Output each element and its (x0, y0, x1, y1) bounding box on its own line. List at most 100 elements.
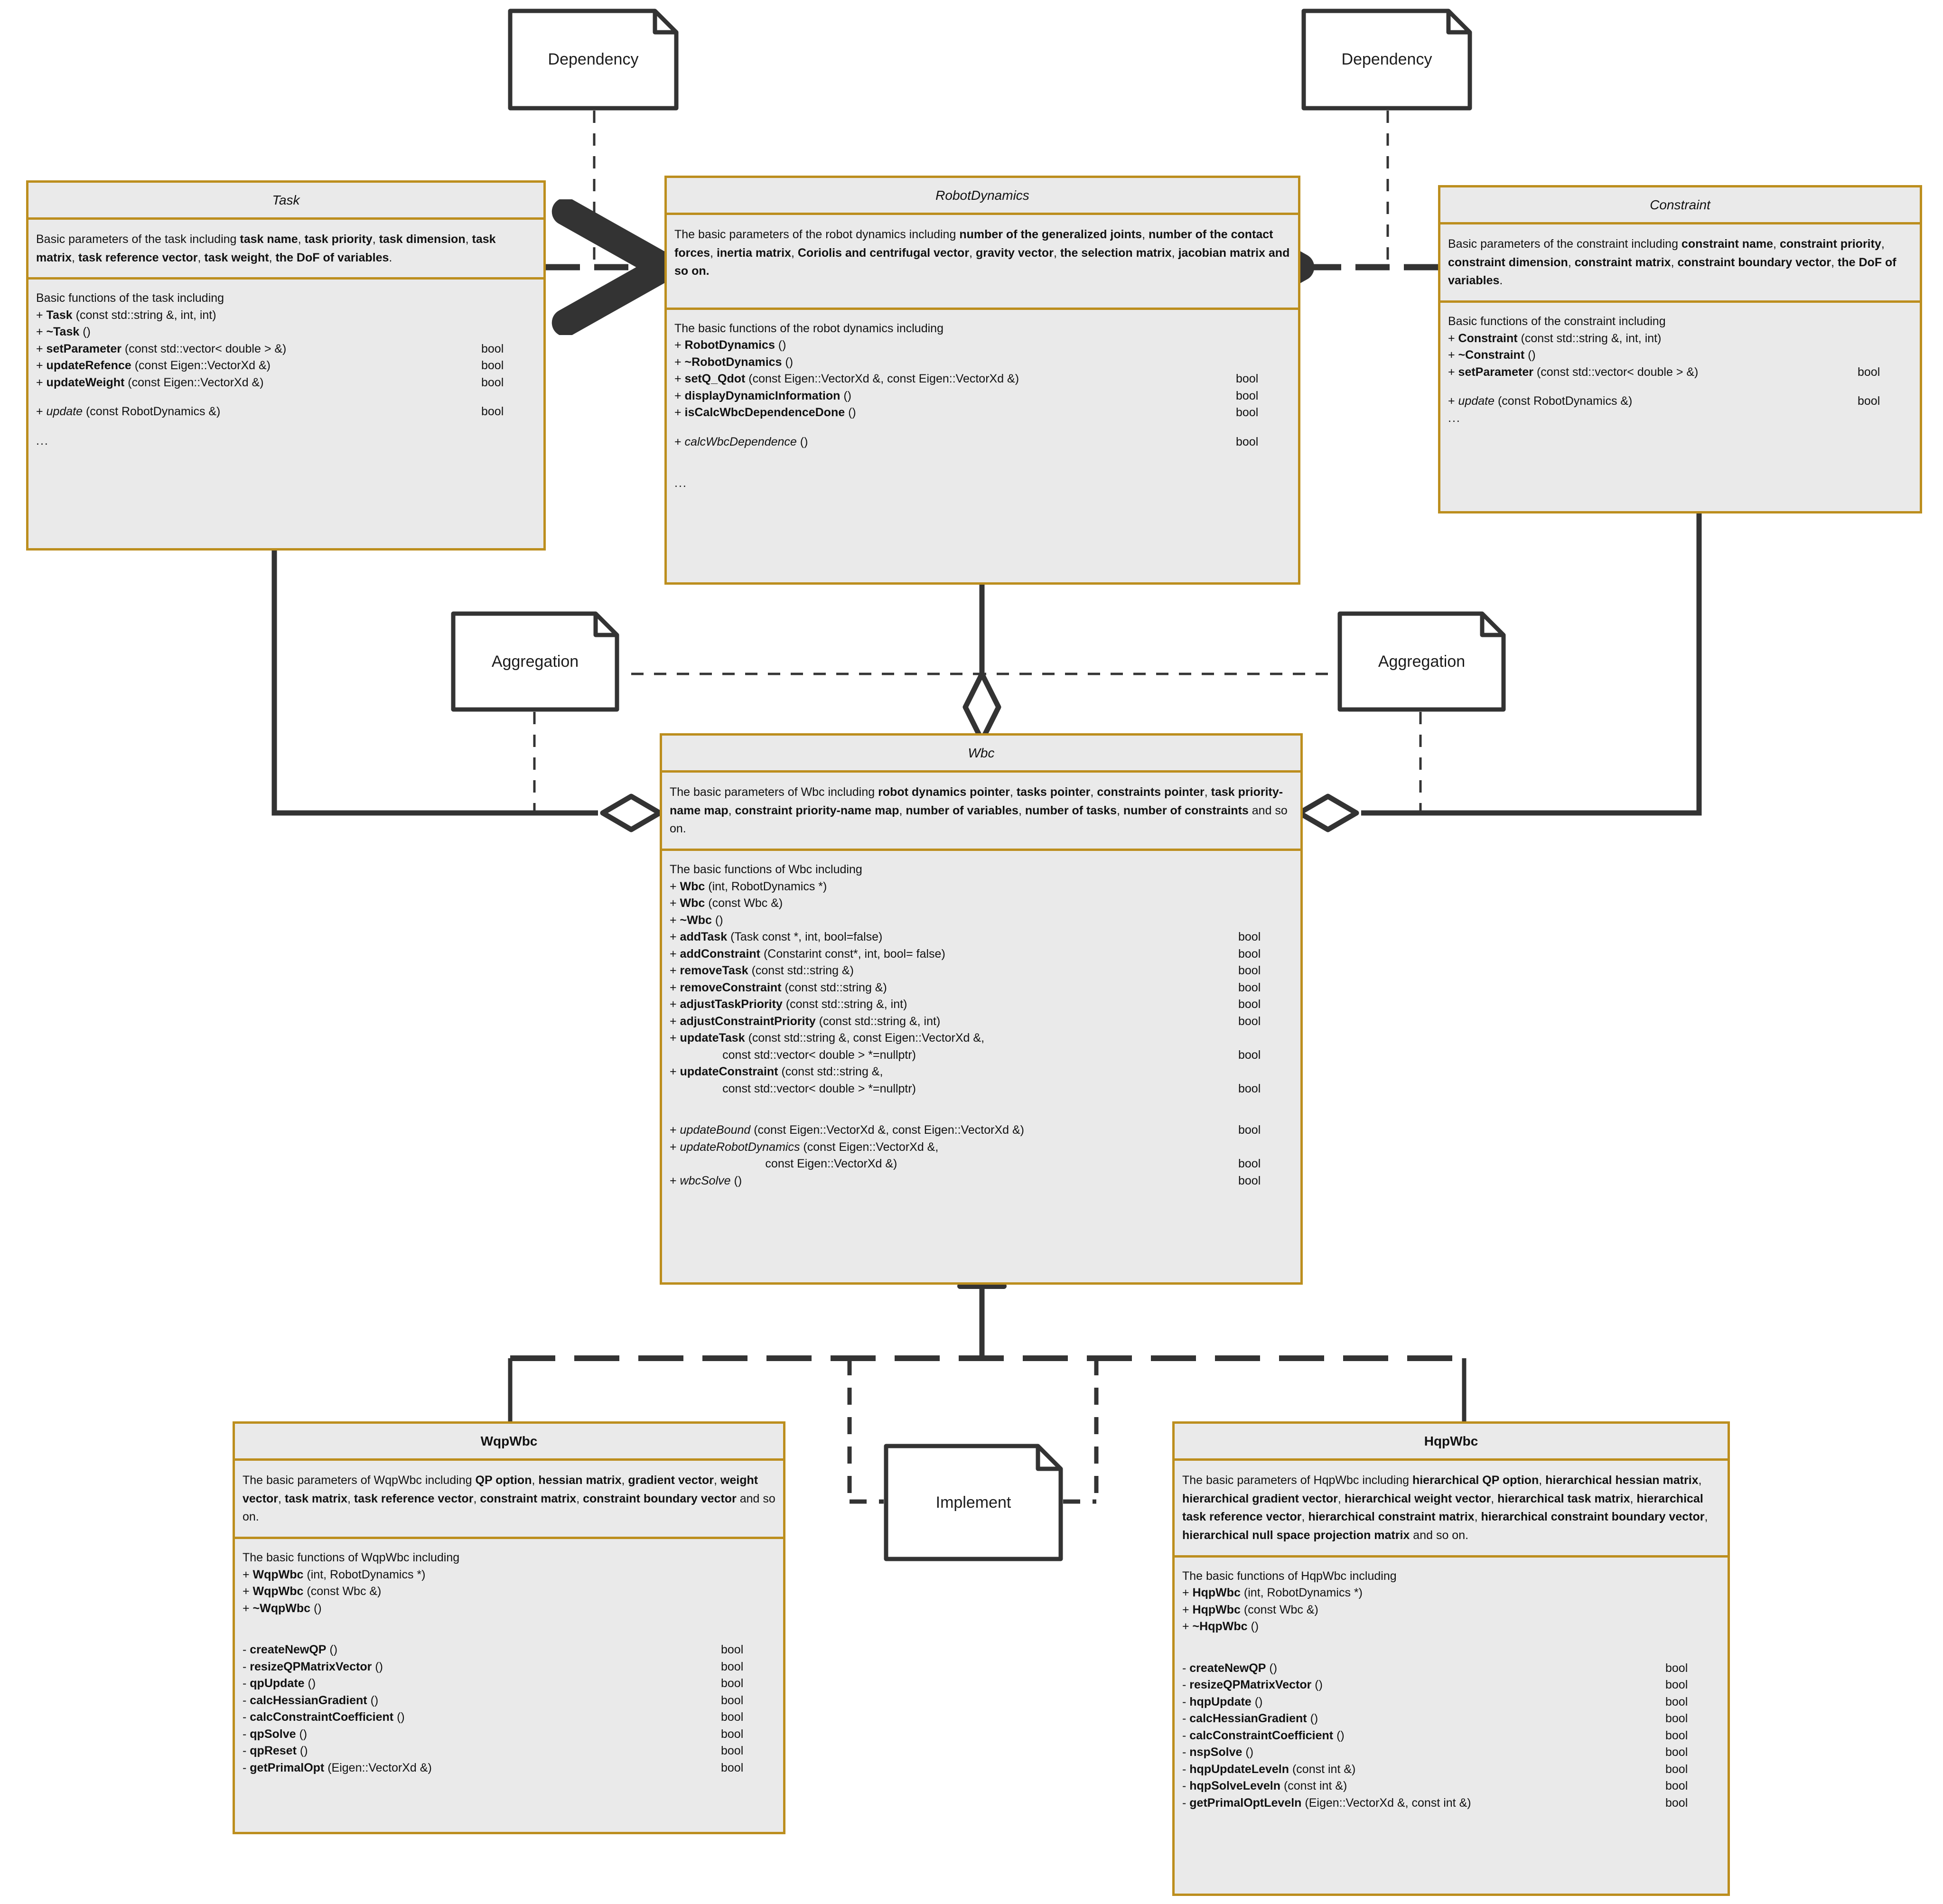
operation-row: + setParameter (const std::vector< doubl… (36, 341, 536, 358)
operation-signature: - hqpUpdate () (1182, 1694, 1665, 1711)
operation-args: () (796, 435, 808, 448)
operation-signature: + Constraint (const std::string &, int, … (1448, 330, 1858, 347)
operation-name: updateWeight (46, 375, 125, 389)
operation-name: createNewQP (1189, 1661, 1266, 1675)
operation-visibility: - (243, 1643, 250, 1657)
operation-name: calcConstraintCoefficient (250, 1710, 394, 1724)
operation-return-type: bool (1665, 1678, 1688, 1692)
operation-visibility: - (243, 1727, 250, 1741)
operation-signature: + removeConstraint (const std::string &) (670, 980, 1238, 997)
operation-name: ~RobotDynamics (684, 355, 782, 369)
note-shape-icon (508, 9, 679, 111)
operation-name: updateBound (680, 1123, 751, 1137)
operation-spacer (674, 450, 1290, 463)
operation-return-type: bool (481, 359, 504, 373)
operation-visibility: + (36, 375, 47, 389)
operation-name: setQ_Qdot (684, 372, 746, 386)
operation-signature: - qpSolve () (243, 1726, 721, 1743)
operation-name: hqpUpdate (1189, 1695, 1252, 1708)
operation-row: - getPrimalOptLeveln (Eigen::VectorXd &,… (1182, 1795, 1720, 1812)
operation-args: () (393, 1710, 405, 1724)
operation-name: WqpWbc (252, 1568, 304, 1581)
operation-name: calcWbcDependence (684, 435, 797, 448)
operation-args: () (775, 338, 786, 352)
operation-signature: - getPrimalOptLeveln (Eigen::VectorXd &,… (1182, 1795, 1665, 1812)
operation-return-type: bool (481, 405, 504, 419)
class-box-constraint[interactable]: Constraint Basic parameters of the const… (1438, 185, 1922, 513)
operation-visibility: + (1448, 348, 1458, 362)
operation-visibility: + (670, 879, 680, 893)
operation-name: WqpWbc (252, 1585, 304, 1598)
operation-row: - qpReset ()bool (243, 1743, 775, 1760)
note-implement[interactable]: Implement (884, 1444, 1063, 1561)
operation-row: + addConstraint (Constarint const*, int,… (670, 946, 1293, 963)
operation-args: () (1251, 1695, 1263, 1708)
class-box-wbc[interactable]: Wbc The basic parameters of Wbc includin… (660, 733, 1303, 1285)
operation-return-type: bool (1858, 394, 1880, 408)
operation-row: + ~Constraint () (1448, 347, 1912, 364)
operation-signature: + Wbc (int, RobotDynamics *) (670, 878, 1238, 896)
operation-row: + update (const RobotDynamics &)bool (1448, 393, 1912, 410)
operation-args: () (782, 355, 794, 369)
note-dependency-right[interactable]: Dependency (1301, 9, 1472, 111)
operation-signature: - calcConstraintCoefficient () (1182, 1727, 1665, 1745)
operation-args: (const RobotDynamics &) (83, 405, 221, 419)
operation-visibility: + (670, 998, 680, 1011)
operation-visibility: - (1182, 1762, 1190, 1776)
operation-signature: - getPrimalOpt (Eigen::VectorXd &) (243, 1760, 721, 1777)
operation-row: ... (674, 475, 1290, 492)
operation-args: () (1266, 1661, 1278, 1675)
operation-visibility: - (1182, 1678, 1190, 1692)
operation-row: + isCalcWbcDependenceDone ()bool (674, 404, 1290, 421)
class-box-wqpwbc[interactable]: WqpWbc The basic parameters of WqpWbc in… (233, 1421, 785, 1834)
operation-row: - resizeQPMatrixVector ()bool (243, 1659, 775, 1676)
operation-visibility: - (1182, 1796, 1190, 1810)
class-attributes-wbc: The basic parameters of Wbc including ro… (662, 773, 1300, 851)
aggregation-diamond-top (962, 671, 1001, 743)
operation-name: displayDynamicInformation (684, 389, 841, 402)
operation-visibility: - (243, 1710, 250, 1724)
operations-intro: The basic functions of HqpWbc including (1182, 1569, 1397, 1583)
operation-signature: + update (const RobotDynamics &) (36, 403, 481, 420)
class-title-constraint: Constraint (1440, 187, 1920, 224)
operation-signature: + removeTask (const std::string &) (670, 962, 1238, 980)
operation-row: + Task (const std::string &, int, int) (36, 307, 536, 324)
operation-signature: + addTask (Task const *, int, bool=false… (670, 929, 1238, 946)
operation-name: nspSolve (1189, 1745, 1242, 1759)
operation-name: removeTask (680, 964, 748, 978)
operation-name: RobotDynamics (684, 338, 775, 352)
operation-signature: + ~HqpWbc () (1182, 1618, 1665, 1635)
operation-return-type: bool (1665, 1745, 1688, 1759)
operation-signature: + WqpWbc (const Wbc &) (243, 1583, 721, 1600)
operation-row: + setParameter (const std::vector< doubl… (1448, 364, 1912, 381)
operation-visibility: + (670, 913, 680, 927)
class-title-robotdynamics: RobotDynamics (667, 178, 1298, 215)
operation-name: removeConstraint (680, 980, 782, 994)
note-aggregation-right[interactable]: Aggregation (1337, 611, 1506, 712)
operation-signature: - calcConstraintCoefficient () (243, 1709, 721, 1726)
operation-row: + Wbc (const Wbc &) (670, 895, 1293, 912)
operation-return-type: bool (1238, 1048, 1261, 1062)
note-aggregation-left[interactable]: Aggregation (451, 611, 619, 712)
operation-row: + updateConstraint (const std::string &, (670, 1064, 1293, 1081)
operations-intro: Basic functions of the constraint includ… (1448, 315, 1666, 328)
operation-visibility: - (1182, 1695, 1190, 1708)
class-box-task[interactable]: Task Basic parameters of the task includ… (26, 180, 546, 551)
operation-name: Wbc (680, 879, 705, 893)
operation-return-type: bool (721, 1727, 744, 1741)
operations-intro: The basic functions of Wbc including (670, 863, 862, 877)
operation-signature: + ~Constraint () (1448, 347, 1858, 364)
operation-visibility: + (670, 1031, 680, 1045)
note-dependency-left[interactable]: Dependency (508, 9, 679, 111)
operation-row: + addTask (Task const *, int, bool=false… (670, 929, 1293, 946)
class-box-hqpwbc[interactable]: HqpWbc The basic parameters of HqpWbc in… (1172, 1421, 1730, 1896)
operation-row: + updateTask (const std::string &, const… (670, 1030, 1293, 1047)
operation-visibility: + (670, 1065, 680, 1079)
operation-visibility: + (670, 980, 680, 994)
operation-visibility: + (1182, 1586, 1193, 1600)
operation-name: calcHessianGradient (1189, 1712, 1307, 1726)
operation-return-type: bool (721, 1677, 744, 1690)
class-box-robotdynamics[interactable]: RobotDynamics The basic parameters of th… (664, 176, 1300, 585)
operation-visibility: + (674, 372, 685, 386)
operation-signature: ... (36, 434, 49, 448)
